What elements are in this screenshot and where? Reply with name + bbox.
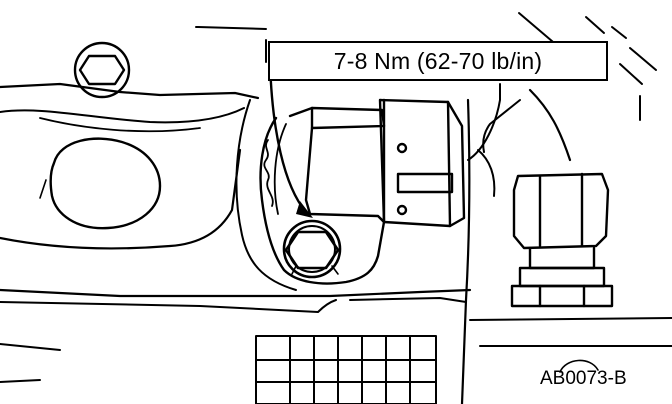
- housing-outline: [0, 82, 260, 100]
- grille-box: [255, 335, 437, 404]
- callout-leader-right: [467, 83, 501, 161]
- lower-contour: [0, 288, 472, 298]
- torque-spec-label: 7-8 Nm (62-70 lb/in): [333, 47, 543, 74]
- sensor-connector: [288, 98, 466, 228]
- right-upper-contour-2: [482, 99, 521, 153]
- lower-contour-2: [0, 299, 337, 313]
- torque-spec-callout: 7-8 Nm (62-70 lb/in): [268, 41, 608, 81]
- right-plug-sensor: [510, 172, 614, 308]
- right-casting-edge: [460, 98, 471, 404]
- lower-contour-3: [349, 297, 467, 303]
- housing-inner-ledge: [0, 107, 245, 124]
- bolt-pointer-arrow: [268, 60, 313, 218]
- sensor-flange-rough: [263, 139, 274, 207]
- housing-inner-ledge-2: [39, 117, 201, 133]
- bottom-rim: [0, 343, 61, 383]
- figure-id-loop: [559, 359, 599, 373]
- right-casting-edge-2: [477, 149, 496, 197]
- casting-rib-left: [0, 148, 242, 250]
- casting-rib-left-2: [235, 99, 297, 291]
- sensor-boss: [259, 116, 386, 285]
- sensor-boss-inner: [273, 123, 287, 215]
- casting-top-edge: [195, 26, 267, 30]
- sensor-retaining-bolt: [282, 219, 342, 279]
- oval-cavity-inner: [39, 179, 47, 199]
- right-upper-contour: [528, 88, 572, 162]
- oval-cavity: [49, 137, 162, 230]
- right-flat-surface: [469, 317, 672, 321]
- figure-id-label: AB0073-B: [540, 368, 627, 389]
- hex-bolt-top-left: [73, 41, 131, 99]
